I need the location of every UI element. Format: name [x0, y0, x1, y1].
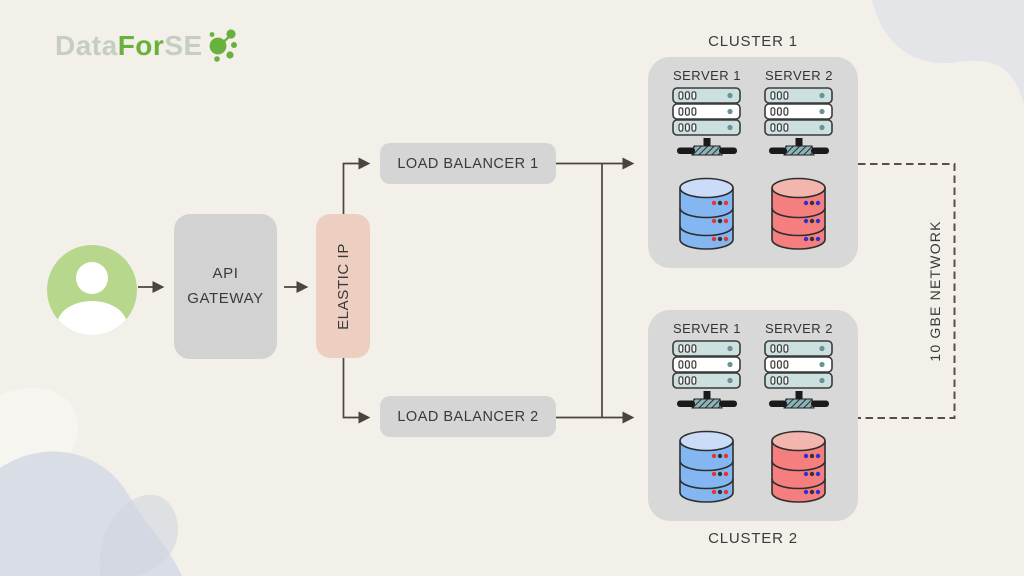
blob-top-right [872, 0, 1024, 104]
network-switch-icon [677, 138, 737, 156]
server-icon [672, 340, 741, 389]
logo-text-data: Data [55, 30, 118, 61]
cluster1-server1-label: SERVER 1 [672, 68, 742, 83]
dashed-10gbe-network-link [858, 163, 956, 419]
logo-molecule-icon [209, 29, 237, 62]
cluster2-server2-label: SERVER 2 [764, 321, 834, 336]
cluster2-server1-label: SERVER 1 [672, 321, 742, 336]
api-gateway-label-line2: GATEWAY [187, 289, 264, 307]
load-balancer-2-node: LOAD BALANCER 2 [380, 396, 556, 437]
cluster2-box: SERVER 1 SERVER 2 [648, 310, 858, 521]
cluster2-title: CLUSTER 2 [708, 530, 798, 547]
server-icon [672, 87, 741, 136]
elastic-ip-node: ELASTIC IP [316, 214, 370, 358]
network-switch-icon [769, 138, 829, 156]
network-link-label: 10 GBE NETWORK [927, 220, 943, 362]
api-gateway-label-line1: API [212, 264, 239, 282]
blob-bottom-left-inner [99, 494, 178, 576]
cluster1-title: CLUSTER 1 [708, 33, 798, 50]
database-blue-icon [679, 177, 734, 250]
arrow-elastic-to-lb1 [342, 157, 371, 214]
elastic-ip-label: ELASTIC IP [334, 242, 352, 330]
network-switch-icon [769, 391, 829, 409]
server-icon [764, 340, 833, 389]
cluster1-server2-label: SERVER 2 [764, 68, 834, 83]
database-red-icon [771, 430, 826, 503]
logo-text-for: For [117, 30, 165, 61]
network-switch-icon [677, 391, 737, 409]
server-icon [764, 87, 833, 136]
load-balancer-1-node: LOAD BALANCER 1 [380, 143, 556, 184]
api-gateway-node: API GATEWAY [174, 214, 277, 359]
logo-text-se: SE [164, 30, 203, 61]
user-icon [47, 245, 137, 335]
arrow-elastic-to-lb2 [342, 358, 371, 424]
load-balancer-1-label: LOAD BALANCER 1 [397, 155, 539, 172]
load-balancer-2-label: LOAD BALANCER 2 [397, 408, 539, 425]
database-blue-icon [679, 430, 734, 503]
database-red-icon [771, 177, 826, 250]
cluster1-box: SERVER 1 SERVER 2 [648, 57, 858, 268]
